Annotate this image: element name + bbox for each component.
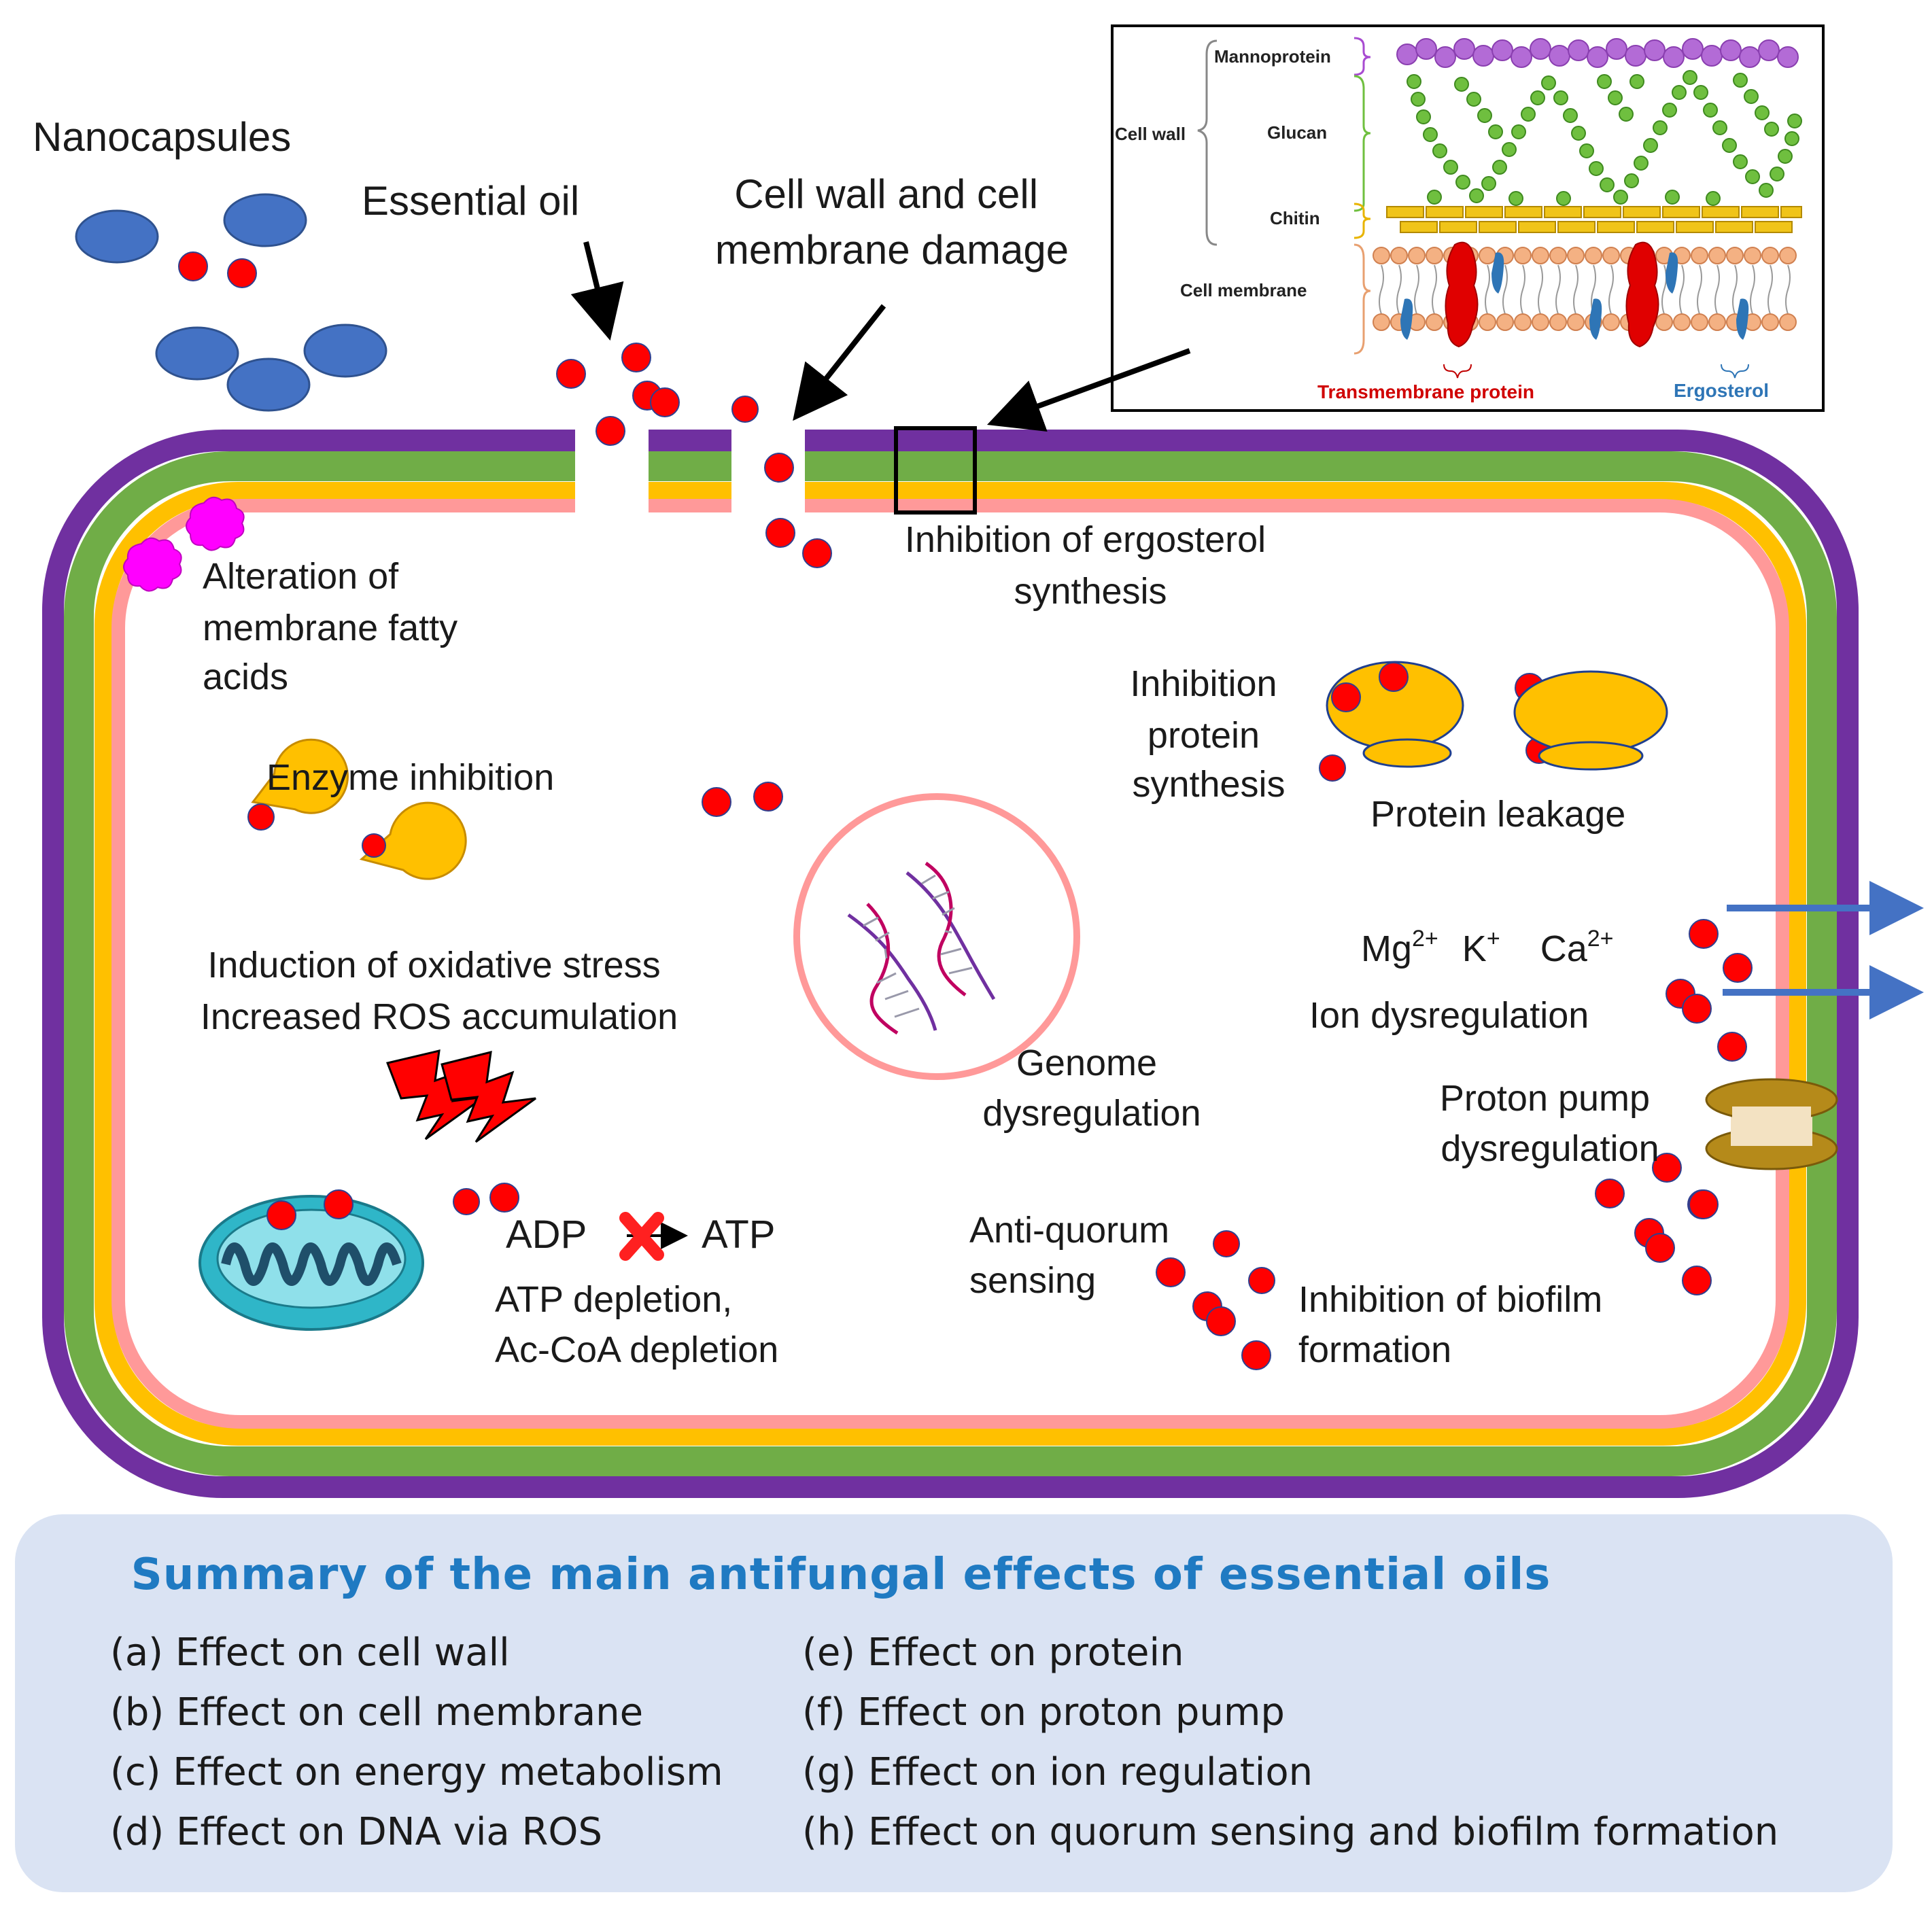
mitochondrion-icon [199, 1189, 424, 1331]
ergosterol-2 [1400, 298, 1413, 340]
summary-list-right: (e) Effect on protein (f) Effect on prot… [802, 1623, 1778, 1862]
enzyme-2 [359, 801, 467, 880]
ergosterol-3 [1589, 298, 1602, 340]
protein-synthesis-label: Inhibition protein synthesis [1130, 663, 1287, 805]
nucleus [793, 793, 1080, 1080]
nanocapsule [75, 209, 159, 264]
atp-label: ATP [702, 1213, 776, 1257]
adp-label: ADP [506, 1213, 587, 1257]
nanocapsules-label: Nanocapsules [33, 114, 291, 160]
summary-list-left: (a) Effect on cell wall (b) Effect on ce… [110, 1623, 723, 1862]
inset-glucan-label: Glucan [1267, 122, 1327, 143]
chitin-layer [94, 482, 1806, 1446]
nanocapsule [155, 326, 239, 381]
arrow-essential-oil [570, 241, 624, 341]
ergosterol-pointer [1721, 364, 1749, 379]
anti-quorum-label: Anti-quorum sensing [969, 1210, 1179, 1301]
enzyme-1 [251, 738, 349, 814]
summary-item: (c) Effect on energy metabolism [110, 1750, 723, 1794]
glucan-layer-inset [1407, 70, 1802, 206]
summary-item: (g) Effect on ion regulation [802, 1750, 1313, 1794]
protein-leakage-label: Protein leakage [1370, 794, 1625, 835]
mannoprotein-layer [1396, 38, 1799, 68]
plasma-membrane [111, 499, 1789, 1429]
proton-pump-icon [1705, 1078, 1838, 1170]
cell-envelope [42, 427, 1859, 1498]
summary-item: (b) Effect on cell membrane [110, 1690, 644, 1735]
nanocapsule [226, 358, 311, 412]
dna-icon [847, 861, 996, 1035]
inset-cell-wall-label: Cell wall [1115, 124, 1186, 144]
ribosome-large-2 [1513, 670, 1668, 754]
oxidative-stress-label: Induction of oxidative stress Increased … [201, 945, 678, 1037]
membrane-brace [1353, 243, 1371, 355]
inset-ergosterol-label: Ergosterol [1674, 380, 1769, 401]
nanocapsule [223, 193, 307, 247]
chitin-layer-inset [1386, 206, 1802, 233]
fatty-acids-label: Alteration of membrane fatty acids [203, 556, 468, 697]
tm-protein-pointer [1443, 364, 1472, 379]
mannoprotein-brace [1353, 37, 1371, 76]
ergosterol-1 [1491, 252, 1504, 294]
essential-oil-label: Essential oil [362, 178, 579, 224]
ion-dysregulation-label: Ion dysregulation [1309, 995, 1589, 1036]
arrow-wall-damage [793, 304, 886, 421]
summary-item: (a) Effect on cell wall [110, 1631, 510, 1675]
proton-pump-label: Proton pump dysregulation [1440, 1078, 1660, 1169]
inset-chitin-label: Chitin [1270, 208, 1320, 228]
nanocapsules [75, 193, 387, 412]
summary-item: (e) Effect on protein [802, 1631, 1184, 1675]
enzymes [247, 738, 467, 880]
summary-title: Summary of the main antifungal effects o… [131, 1550, 1551, 1600]
biofilm-label: Inhibition of biofilm formation [1298, 1279, 1612, 1370]
cell-wall-inset: Mannoprotein Cell wall Glucan Chitin Cel… [1111, 24, 1825, 412]
arrow-inset [986, 348, 1191, 432]
ions-label: Mg2+ K+ Ca2+ [1361, 913, 1614, 969]
ros-lightning-icon [385, 1049, 536, 1143]
summary-item: (h) Effect on quorum sensing and biofilm… [802, 1810, 1779, 1854]
cell-wall-brace [1197, 39, 1218, 246]
atp-depletion-label: ATP depletion, Ac-CoA depletion [495, 1279, 778, 1370]
wall-zoom-box [894, 426, 977, 515]
inset-cell-membrane-label: Cell membrane [1180, 280, 1307, 300]
summary-panel: Summary of the main antifungal effects o… [15, 1514, 1893, 1892]
summary-item: (f) Effect on proton pump [802, 1690, 1285, 1735]
altered-fatty-acids [123, 496, 245, 592]
ribosome-small-2 [1538, 741, 1644, 771]
ergosterol-4 [1666, 252, 1678, 294]
protein-droplets [1331, 662, 1409, 712]
proteins [1326, 661, 1668, 771]
ribosome-small-1 [1362, 738, 1452, 768]
genome-dysregulation-label: Genome dysregulation [982, 1043, 1201, 1134]
summary-item: (d) Effect on DNA via ROS [110, 1810, 603, 1854]
ergosterol-inhibition-label: Inhibition of ergosterol synthesis [905, 519, 1276, 612]
transmembrane-protein-1 [1445, 241, 1479, 348]
cell-wall-damage-label: Cell wall and cell membrane damage [715, 171, 1069, 273]
inset-transmembrane-protein-label: Transmembrane protein [1317, 381, 1534, 402]
nanocapsule [303, 324, 387, 378]
chitin-brace [1353, 203, 1371, 239]
blocked-x-icon [619, 1212, 664, 1261]
transmembrane-protein-2 [1625, 241, 1659, 348]
outer-cell-wall [42, 430, 1859, 1498]
ergosterol-5 [1736, 298, 1749, 340]
inset-mannoprotein-label: Mannoprotein [1214, 46, 1331, 67]
enzyme-inhibition-label: Enzyme inhibition [266, 757, 554, 798]
oil-droplets [178, 251, 1753, 1370]
glucan-layer [64, 451, 1837, 1476]
